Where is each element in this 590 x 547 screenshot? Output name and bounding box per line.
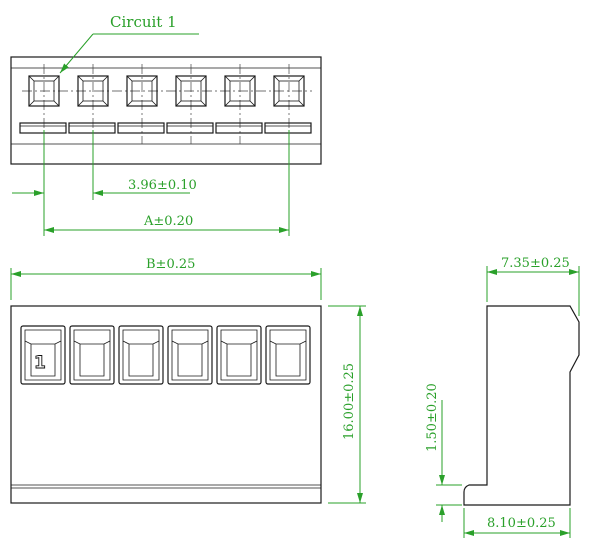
front-cavity (118, 325, 164, 385)
cavity-bevel (126, 75, 158, 107)
latch-bar (19, 122, 67, 134)
front-view: B±0.25 1 16.00±0.25 (10, 257, 366, 504)
b-dimension: B±0.25 (146, 257, 195, 272)
pitch-dimension: 3.96±0.10 (128, 178, 197, 193)
cavity-inner (82, 80, 104, 102)
cavity-inner (180, 80, 202, 102)
cavity-outer (77, 75, 109, 107)
cavity-inner (229, 80, 251, 102)
front-cavity (167, 325, 213, 385)
latch-bar (117, 122, 165, 134)
latch-bar (68, 122, 116, 134)
side-base-dimension: 8.10±0.25 (487, 516, 556, 531)
front-cavity-inner (24, 329, 62, 381)
pin-1-marker: 1 (34, 353, 46, 373)
front-cavity-well (30, 344, 56, 377)
front-cavity-well (128, 344, 154, 377)
front-cavity-lip (269, 340, 307, 345)
cavity-outer (126, 75, 158, 107)
front-cavity-inner (269, 329, 307, 381)
front-cavity-inner (73, 329, 111, 381)
front-cavity-well (226, 344, 252, 377)
circuit-1-label: Circuit 1 (110, 13, 177, 31)
side-width-dimension: 7.35±0.25 (501, 256, 570, 271)
side-view: 7.35±0.25 8.10±0.25 1.50±0.20 (425, 256, 580, 538)
a-dimension: A±0.20 (143, 214, 193, 229)
front-cavity-lip (220, 340, 258, 345)
cavity-bevel (77, 75, 109, 107)
latch-bar (166, 122, 214, 134)
top-view-cavities (28, 64, 305, 144)
cavity-inner (278, 80, 300, 102)
front-cavity-lip (24, 340, 62, 345)
cavity-outer (28, 75, 60, 107)
side-step-dimension: 1.50±0.20 (425, 383, 440, 452)
front-cavity-lip (171, 340, 209, 345)
front-cavity-lip (122, 340, 160, 345)
height-dimension: 16.00±0.25 (342, 363, 357, 440)
side-view-profile (463, 305, 580, 506)
front-cavity (20, 325, 66, 385)
latch-bar (264, 122, 312, 134)
top-view-body (10, 56, 322, 165)
front-cavity-well (177, 344, 203, 377)
latch-bar (215, 122, 263, 134)
top-view-latch-row (19, 122, 312, 134)
cavity-bevel (175, 75, 207, 107)
front-view-cavities (20, 325, 311, 385)
cavity-outer (224, 75, 256, 107)
top-view: Circuit 1 3.96±0.10 A±0.20 (10, 13, 322, 236)
cavity-bevel (273, 75, 305, 107)
callout-leader (59, 33, 94, 74)
front-cavity-lip (73, 340, 111, 345)
front-cavity-inner (171, 329, 209, 381)
front-cavity-inner (122, 329, 160, 381)
front-cavity (69, 325, 115, 385)
front-cavity-well (275, 344, 301, 377)
cavity-outer (175, 75, 207, 107)
front-view-body (10, 305, 322, 504)
cavity-outer (273, 75, 305, 107)
cavity-inner (131, 80, 153, 102)
front-cavity (265, 325, 311, 385)
cavity-inner (33, 80, 55, 102)
front-cavity (216, 325, 262, 385)
front-cavity-well (79, 344, 105, 377)
cavity-bevel (224, 75, 256, 107)
front-cavity-inner (220, 329, 258, 381)
cavity-bevel (28, 75, 60, 107)
